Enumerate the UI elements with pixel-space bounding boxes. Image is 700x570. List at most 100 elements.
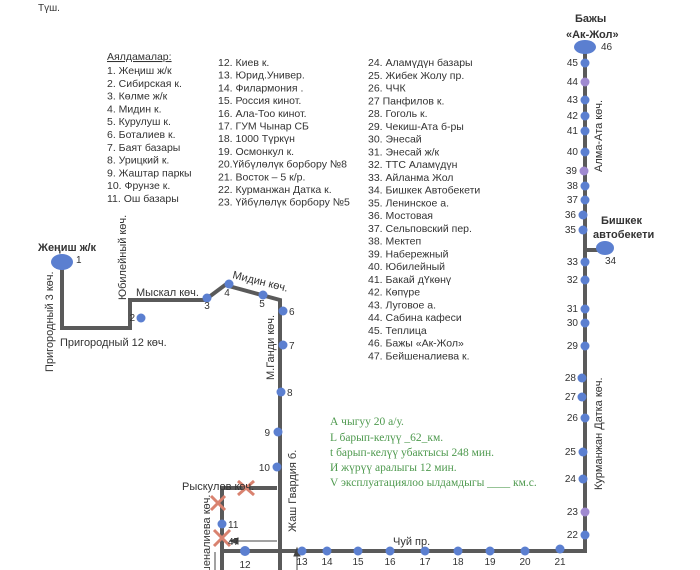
stop-marker <box>580 257 590 267</box>
legend-item: 45. Теплица <box>368 325 427 337</box>
stop-15: 15 <box>352 546 364 568</box>
stop-number: 42 <box>567 111 579 122</box>
street-myskal: Мыскал көч. <box>136 287 199 299</box>
stop-marker <box>278 340 288 350</box>
legend-item: 22. Курманжан Датка к. <box>218 184 332 196</box>
end-terminal-label: Бажы <box>575 13 606 25</box>
legend-item: 26. ЧЧК <box>368 83 407 95</box>
stop-marker <box>580 95 590 105</box>
stop-marker <box>276 387 286 397</box>
stop-number: 39 <box>566 166 578 177</box>
legend-item: 10. Фрунзе к. <box>107 180 170 192</box>
stop-marker <box>272 462 282 472</box>
stop-35: 35 <box>565 225 588 236</box>
stop-marker <box>240 546 250 556</box>
stop-marker <box>578 225 588 235</box>
stop-marker <box>420 546 430 556</box>
stop-29: 29 <box>567 341 590 352</box>
legend-item: 9. Жаштар паркы <box>107 167 192 179</box>
street-kurmanjan: Курманжан Датка көч. <box>593 377 605 490</box>
stop-number: 14 <box>321 557 333 568</box>
stop-number: 16 <box>384 557 396 568</box>
stop-38: 38 <box>567 181 590 192</box>
stop-18: 18 <box>452 546 464 568</box>
stats-time: t барып-келүү убактысы 248 мин. <box>330 447 494 459</box>
stop-28: 28 <box>565 373 587 384</box>
legend-item: 34. Бишкек Автобекети <box>368 185 480 197</box>
stop-number: 4 <box>224 288 230 299</box>
stop-number: 28 <box>565 373 577 384</box>
stop-36: 36 <box>565 210 588 221</box>
legend-item: 27 Панфилов к. <box>368 95 444 107</box>
street-zhash-gvardia: Жаш Гвардия б. <box>287 450 299 532</box>
legend-item: 1. Жеңиш ж/к <box>107 65 172 77</box>
stop-46: 46 <box>574 40 613 54</box>
stop-40: 40 <box>567 147 590 158</box>
stop-27: 27 <box>565 392 587 403</box>
stop-marker <box>580 304 590 314</box>
street-prigorodny-12: Пригородный 12 көч. <box>60 337 167 349</box>
stop-19: 19 <box>484 546 496 568</box>
stop-marker <box>217 519 227 529</box>
stop-number: 44 <box>567 77 579 88</box>
closed-stop-marks <box>209 479 255 548</box>
legend-item: 11. Ош базары <box>107 193 179 205</box>
stop-number: 15 <box>352 557 364 568</box>
legend-item: 16. Ала-Тоо кинот. <box>218 108 307 120</box>
stop-number: 37 <box>567 195 579 206</box>
stop-number: 2 <box>129 313 135 324</box>
legend-item: 43. Луговое а. <box>368 299 436 311</box>
stop-number: 43 <box>567 95 579 106</box>
stop-number: 27 <box>565 392 577 403</box>
legend-item: 33. Айланма Жол <box>368 172 453 184</box>
street-beyshenalieva: шеналиева көч. <box>201 495 213 570</box>
end-terminal-label-2: «Ак-Жол» <box>566 29 619 41</box>
stop-13: 13 <box>296 546 308 568</box>
stop-marker <box>580 126 590 136</box>
stop-marker <box>580 530 590 540</box>
stop-number: 36 <box>565 210 577 221</box>
stop-number: 3 <box>204 301 210 312</box>
start-terminal-label: Жеңиш ж/к <box>37 242 97 254</box>
stop-number: 18 <box>452 557 464 568</box>
stop-marker <box>453 546 463 556</box>
stop-number: 32 <box>567 275 579 286</box>
stop-7: 7 <box>278 340 295 352</box>
stop-legend: Аялдамалар: 1. Жеңиш ж/к2. Сибирская к.3… <box>107 51 480 362</box>
stop-41: 41 <box>567 126 590 137</box>
legend-item: 21. Восток – 5 к/р. <box>218 171 305 183</box>
stop-marker <box>555 544 565 554</box>
stop-43: 43 <box>567 95 590 106</box>
stop-number: 47 <box>228 537 240 548</box>
stop-marker <box>580 413 590 423</box>
stop-31: 31 <box>567 304 590 315</box>
stop-marker <box>273 427 283 437</box>
legend-item: 7. Баят базары <box>107 142 180 154</box>
stop-39: 39 <box>566 166 589 177</box>
legend-item: 38. Мектеп <box>368 236 421 248</box>
stop-34: 34 <box>596 241 617 267</box>
legend-item: 32. ТТС Аламүдүн <box>368 159 458 171</box>
stop-14: 14 <box>321 546 333 568</box>
legend-title: Аялдамалар: <box>107 51 172 63</box>
stop-marker <box>224 279 234 289</box>
stop-24: 24 <box>565 474 588 485</box>
stop-number: 23 <box>567 507 579 518</box>
stop-32: 32 <box>567 275 590 286</box>
stop-number: 12 <box>239 560 251 570</box>
stop-26: 26 <box>567 413 590 424</box>
stop-marker <box>579 166 589 176</box>
stop-8: 8 <box>276 387 293 399</box>
stop-22: 22 <box>567 530 590 541</box>
stop-6: 6 <box>278 306 295 318</box>
legend-item: 46. Бажы «Ак-Жол» <box>368 338 464 350</box>
stop-number: 30 <box>567 318 579 329</box>
route-stats: А чыгуу 20 а/у. L барып-келүү _62_км. t … <box>330 416 537 489</box>
stop-marker <box>577 392 587 402</box>
stop-number: 21 <box>554 557 566 568</box>
legend-item: 25. Жибек Жолу пр. <box>368 70 464 82</box>
stop-marker <box>580 111 590 121</box>
stop-3: 3 <box>202 293 212 312</box>
stop-marker <box>202 293 212 303</box>
legend-item: 44. Сабина кафеси <box>368 312 462 324</box>
